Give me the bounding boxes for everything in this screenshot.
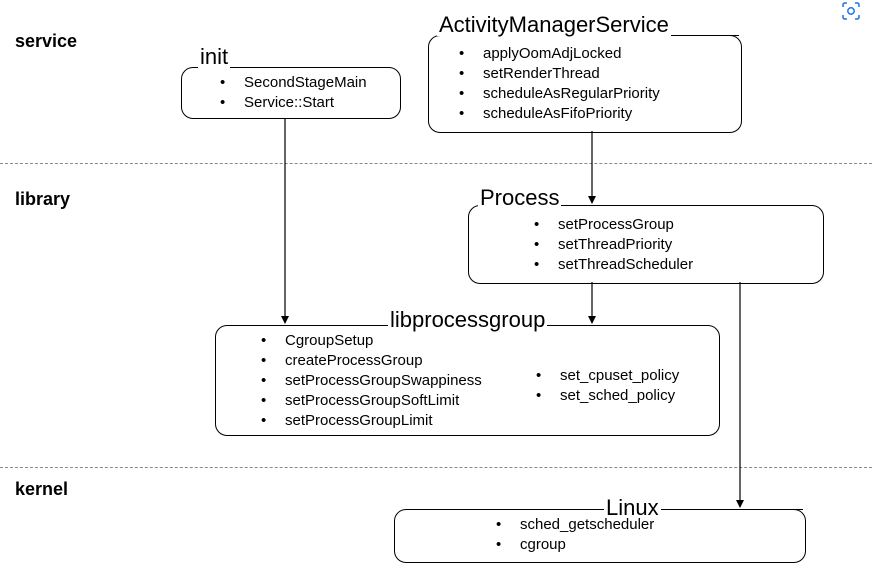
process-items: setProcessGroup setThreadPriority setThr…: [530, 215, 693, 275]
list-item: setProcessGroupSwappiness: [257, 371, 482, 391]
list-item: Service::Start: [216, 93, 367, 113]
layer-label-kernel: kernel: [15, 479, 69, 499]
layer-separator-service-library: [0, 163, 872, 164]
init-title: init: [198, 44, 231, 69]
list-item: set_sched_policy: [532, 386, 679, 406]
list-item: CgroupSetup: [257, 331, 482, 351]
list-item: set_cpuset_policy: [532, 366, 679, 386]
list-item: setProcessGroup: [530, 215, 693, 235]
list-item: setProcessGroupLimit: [257, 411, 482, 431]
libprocessgroup-items-left: CgroupSetup createProcessGroup setProces…: [257, 331, 482, 431]
libprocessgroup-title: libprocessgroup: [388, 307, 548, 332]
layer-label-library: library: [15, 189, 71, 209]
activity-manager-service-title: ActivityManagerService: [437, 12, 671, 37]
list-item: createProcessGroup: [257, 351, 482, 371]
list-item: scheduleAsRegularPriority: [455, 84, 660, 104]
process-title: Process: [478, 185, 562, 210]
init-items: SecondStageMain Service::Start: [216, 73, 367, 113]
list-item: setRenderThread: [455, 64, 660, 84]
list-item: SecondStageMain: [216, 73, 367, 93]
list-item: sched_getscheduler: [492, 515, 654, 535]
linux-items: sched_getscheduler cgroup: [492, 515, 654, 555]
ams-title-rule: [672, 35, 739, 36]
activity-manager-service-items: applyOomAdjLocked setRenderThread schedu…: [455, 44, 660, 124]
layer-separator-library-kernel: [0, 467, 872, 468]
list-item: setProcessGroupSoftLimit: [257, 391, 482, 411]
list-item: applyOomAdjLocked: [455, 44, 660, 64]
libprocessgroup-items-right: set_cpuset_policy set_sched_policy: [532, 366, 679, 406]
init-title-rule: [231, 67, 268, 68]
linux-title-rule-left: [466, 509, 604, 510]
list-item: scheduleAsFifoPriority: [455, 104, 660, 124]
linux-title: Linux: [604, 495, 661, 520]
layer-label-service: service: [15, 31, 78, 51]
scan-icon[interactable]: [842, 2, 860, 20]
list-item: setThreadScheduler: [530, 255, 693, 275]
list-item: cgroup: [492, 535, 654, 555]
list-item: setThreadPriority: [530, 235, 693, 255]
linux-title-rule-right: [660, 509, 803, 510]
